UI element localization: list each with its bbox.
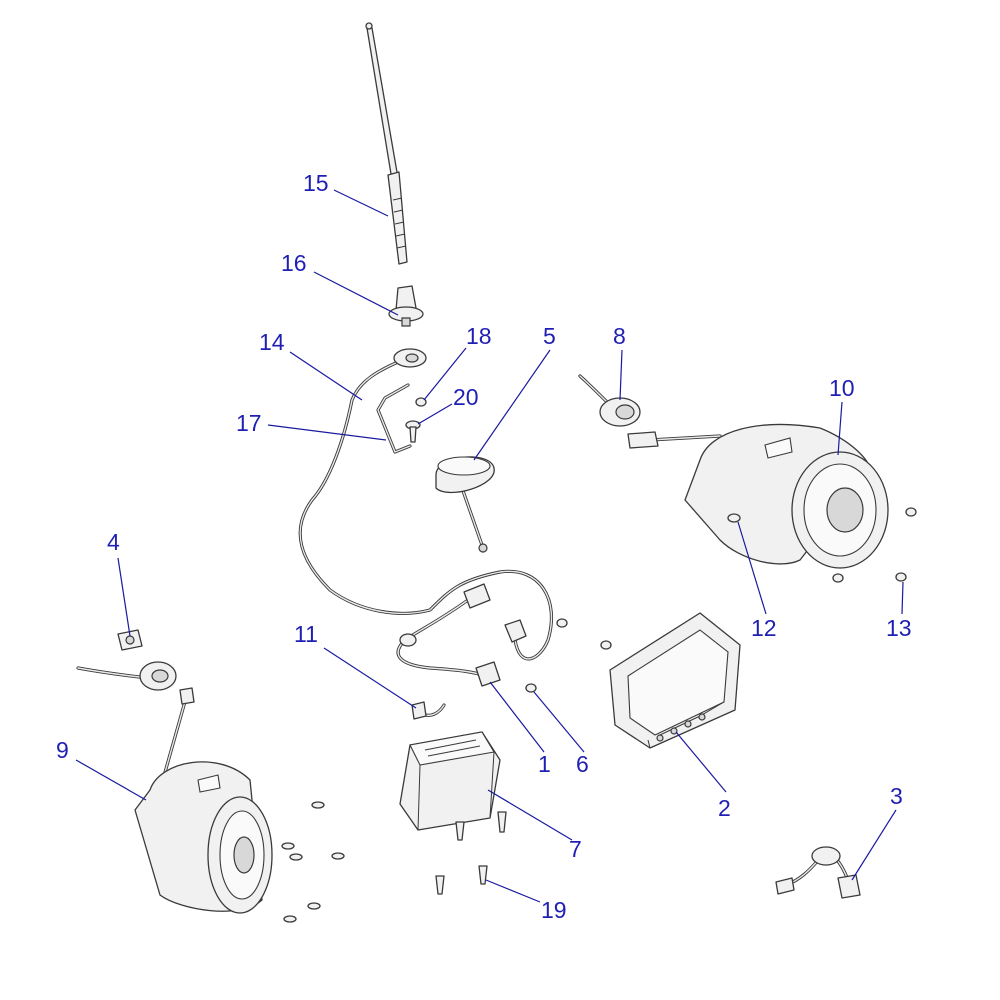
callout-2: 2 — [718, 795, 731, 821]
callout-8: 8 — [613, 323, 626, 349]
jumper-connector — [411, 701, 446, 720]
leader-7 — [487, 789, 573, 841]
tweeter-left — [76, 661, 177, 691]
leader-14 — [289, 351, 363, 401]
leader-16 — [313, 271, 399, 316]
leader-9 — [75, 759, 147, 801]
callout-4: 4 — [107, 529, 120, 555]
gps-antenna — [435, 456, 495, 553]
leader-12 — [737, 521, 767, 615]
leader-1 — [489, 681, 545, 753]
leader-20 — [417, 403, 453, 425]
leader-4 — [117, 557, 131, 637]
callout-labels: 15 16 14 17 18 20 5 8 10 12 13 4 11 1 6 … — [56, 170, 912, 923]
callout-13: 13 — [886, 615, 912, 641]
auxiliary-harness — [775, 846, 861, 899]
hex-nut — [415, 397, 427, 407]
leader-15 — [333, 189, 389, 217]
module-screw-set — [435, 811, 507, 895]
leader-2 — [675, 731, 727, 793]
leader-6 — [533, 691, 585, 753]
callout-17: 17 — [236, 410, 262, 436]
wire-harness — [396, 583, 501, 687]
callout-10: 10 — [829, 375, 855, 401]
leader-8 — [619, 349, 623, 401]
antenna-cable — [298, 348, 553, 661]
antenna-mast — [365, 22, 408, 265]
leader-19 — [485, 879, 541, 903]
callout-3: 3 — [890, 783, 903, 809]
speaker-enclosure-left — [134, 687, 273, 914]
speaker-screw-left — [281, 801, 345, 923]
mount-bracket — [376, 383, 412, 454]
leader-11 — [323, 647, 417, 709]
small-screw-set — [525, 618, 612, 693]
callout-9: 9 — [56, 737, 69, 763]
antenna-base — [388, 285, 424, 327]
speaker-screw-right — [727, 507, 917, 583]
callout-1: 1 — [538, 751, 551, 777]
callout-20: 20 — [453, 384, 479, 410]
leader-13 — [901, 581, 904, 615]
display-unit — [609, 612, 741, 749]
tweeter-mount-clip — [117, 629, 143, 651]
tweeter-right — [578, 374, 641, 427]
leader-3 — [851, 809, 897, 881]
callout-5: 5 — [543, 323, 556, 349]
leader-17 — [267, 424, 387, 441]
callout-12: 12 — [751, 615, 777, 641]
callout-16: 16 — [281, 250, 307, 276]
leader-5 — [473, 349, 551, 461]
mount-screw — [405, 420, 421, 443]
callout-6: 6 — [576, 751, 589, 777]
callout-11: 11 — [294, 621, 318, 647]
leader-10 — [837, 401, 843, 456]
callout-19: 19 — [541, 897, 567, 923]
radio-control-module — [399, 731, 501, 831]
leader-18 — [423, 347, 467, 401]
leader-lines — [75, 189, 904, 903]
callout-15: 15 — [303, 170, 329, 196]
callout-18: 18 — [466, 323, 492, 349]
speaker-enclosure-right — [627, 423, 889, 569]
callout-7: 7 — [569, 836, 582, 862]
callout-14: 14 — [259, 329, 285, 355]
